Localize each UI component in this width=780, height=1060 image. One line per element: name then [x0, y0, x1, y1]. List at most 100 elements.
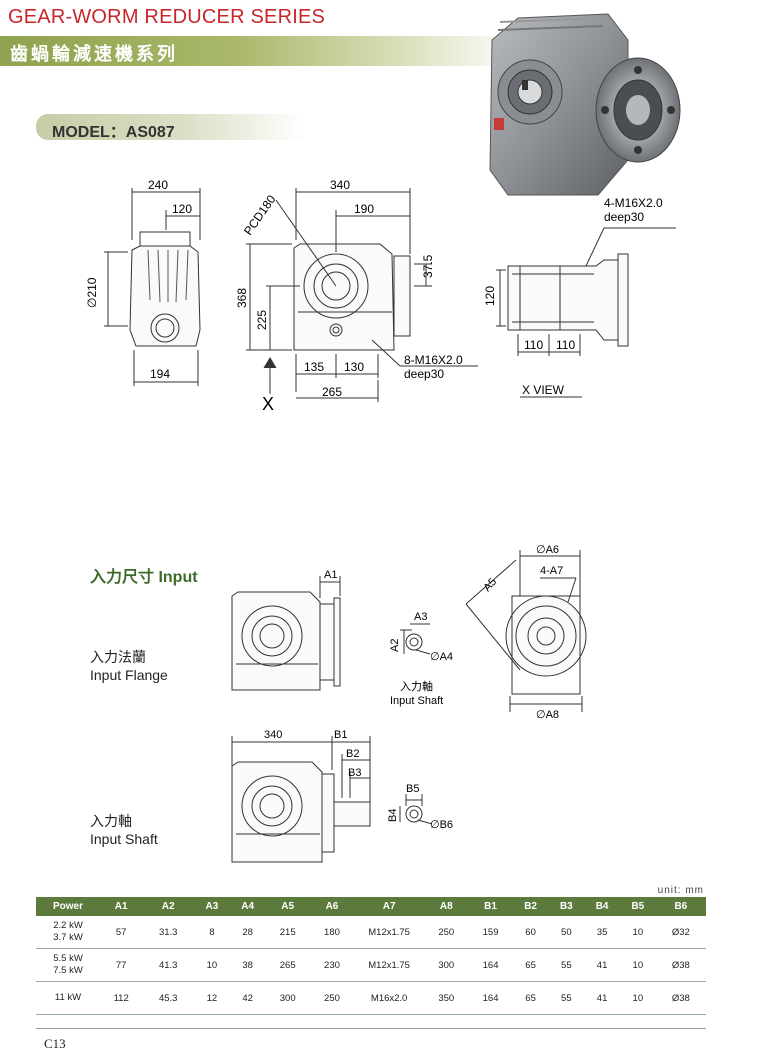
bottom-thread-depth: deep30 [404, 367, 444, 381]
table-cell: 350 [424, 981, 469, 1015]
table-cell: 42 [229, 981, 266, 1015]
dimension-drawing: 240 120 ∅210 194 340 190 PCD180 37.5 368… [85, 178, 676, 414]
dim-b4: B4 [387, 809, 399, 822]
table-cell: Ø38 [655, 948, 706, 982]
table-cell: 31.3 [142, 916, 195, 949]
power-value: 5.5 kW [53, 953, 83, 964]
input-section-title: 入力尺寸 Input [90, 569, 198, 586]
table-cell: 180 [309, 916, 355, 949]
dim-190: 190 [354, 202, 374, 216]
table-cell: 265 [265, 948, 310, 982]
footer-rule [36, 1028, 706, 1029]
table-cell: 38 [229, 948, 266, 982]
input-shaft-drawing: 340 B1 B2 B3 B4 B5 ∅B6 [231, 729, 453, 863]
dim-194: 194 [150, 367, 170, 381]
shaft-label-en: Input Shaft [390, 695, 443, 707]
input-flange-label-en: Input Flange [90, 667, 168, 683]
dim-b1: B1 [334, 729, 347, 741]
col-header: A5 [265, 897, 310, 916]
x-arrow-letter: X [262, 394, 274, 414]
dim-240: 240 [148, 178, 168, 192]
table-cell: 250 [424, 916, 469, 949]
col-header: A1 [100, 897, 143, 916]
table-cell: 28 [229, 916, 266, 949]
dim-368: 368 [235, 288, 249, 308]
table-cell: 10 [619, 981, 656, 1015]
table-cell: 215 [265, 916, 310, 949]
dim-225: 225 [255, 310, 269, 330]
table-cell: Ø38 [655, 981, 706, 1015]
x-view-label: X VIEW [522, 383, 565, 397]
col-header: B6 [655, 897, 706, 916]
col-header: Power [36, 897, 100, 916]
dim-210: ∅210 [85, 277, 99, 308]
table-cell: 45.3 [142, 981, 195, 1015]
table-cell: 41 [584, 948, 620, 982]
dim-340-shaft: 340 [264, 729, 282, 741]
table-cell: 77 [100, 948, 143, 982]
col-header: A4 [229, 897, 266, 916]
dim-pcd180: PCD180 [241, 192, 279, 237]
page-title: GEAR-WORM REDUCER SERIES [8, 6, 326, 28]
power-value: 7.5 kW [53, 965, 83, 976]
table-cell: 159 [468, 916, 513, 949]
table-cell: 65 [512, 981, 549, 1015]
input-flange-label-cn: 入力法蘭 [90, 649, 146, 665]
input-flange-drawing: A1 A2 A3 ∅A4 入力軸 Input Shaft A5 ∅A6 4-A7… [231, 544, 587, 720]
table-cell: M12x1.75 [354, 916, 425, 949]
table-cell: 41 [584, 981, 620, 1015]
table-cell: 55 [548, 981, 585, 1015]
table-cell: 300 [265, 981, 310, 1015]
table-cell: 8 [194, 916, 230, 949]
table-cell: 41.3 [142, 948, 195, 982]
table-cell: M12x1.75 [354, 948, 425, 982]
unit-label: unit: mm [657, 885, 704, 896]
input-shaft-label-cn: 入力軸 [90, 813, 132, 829]
col-header: A7 [354, 897, 425, 916]
dim-b2: B2 [346, 748, 359, 760]
table-cell: Ø32 [655, 916, 706, 949]
model-label: MODEL：AS087 [52, 124, 175, 141]
product-photo [489, 13, 681, 196]
table-cell: 164 [468, 948, 513, 982]
xview-dim-110-right: 110 [556, 338, 575, 352]
table-cell: 250 [309, 981, 355, 1015]
header-band [0, 36, 520, 66]
table-cell: 57 [100, 916, 143, 949]
dim-b6: ∅B6 [430, 819, 453, 831]
table-cell: 60 [512, 916, 549, 949]
table-cell: 55 [548, 948, 585, 982]
page-number: C13 [44, 1036, 66, 1051]
table-cell: 50 [548, 916, 585, 949]
col-header: B4 [584, 897, 620, 916]
top-thread-depth: deep30 [604, 210, 644, 224]
table-cell: 10 [619, 948, 656, 982]
xview-dim-120: 120 [483, 286, 497, 306]
col-header: B3 [548, 897, 585, 916]
page-subtitle: 齒蝸輪減速機系列 [10, 44, 178, 64]
col-header: A8 [424, 897, 469, 916]
table-cell: 230 [309, 948, 355, 982]
col-header: B5 [619, 897, 656, 916]
power-value: 2.2 kW [53, 920, 83, 931]
dim-a3: A3 [414, 611, 427, 623]
xview-dim-110-left: 110 [524, 338, 543, 352]
table-cell: 300 [424, 948, 469, 982]
dim-a4: ∅A4 [430, 651, 453, 663]
bottom-thread-spec: 8-M16X2.0 [404, 353, 463, 367]
dim-a1: A1 [324, 569, 337, 581]
dim-a8: ∅A8 [536, 709, 559, 720]
dim-120: 120 [172, 202, 192, 216]
dim-265: 265 [322, 385, 342, 399]
input-shaft-label-en: Input Shaft [90, 831, 158, 847]
power-cell: 11 kW [36, 981, 100, 1015]
dim-340: 340 [330, 178, 350, 192]
dim-135: 135 [304, 360, 324, 374]
table-cell: M16x2.0 [354, 981, 425, 1015]
table-cell: 12 [194, 981, 230, 1015]
